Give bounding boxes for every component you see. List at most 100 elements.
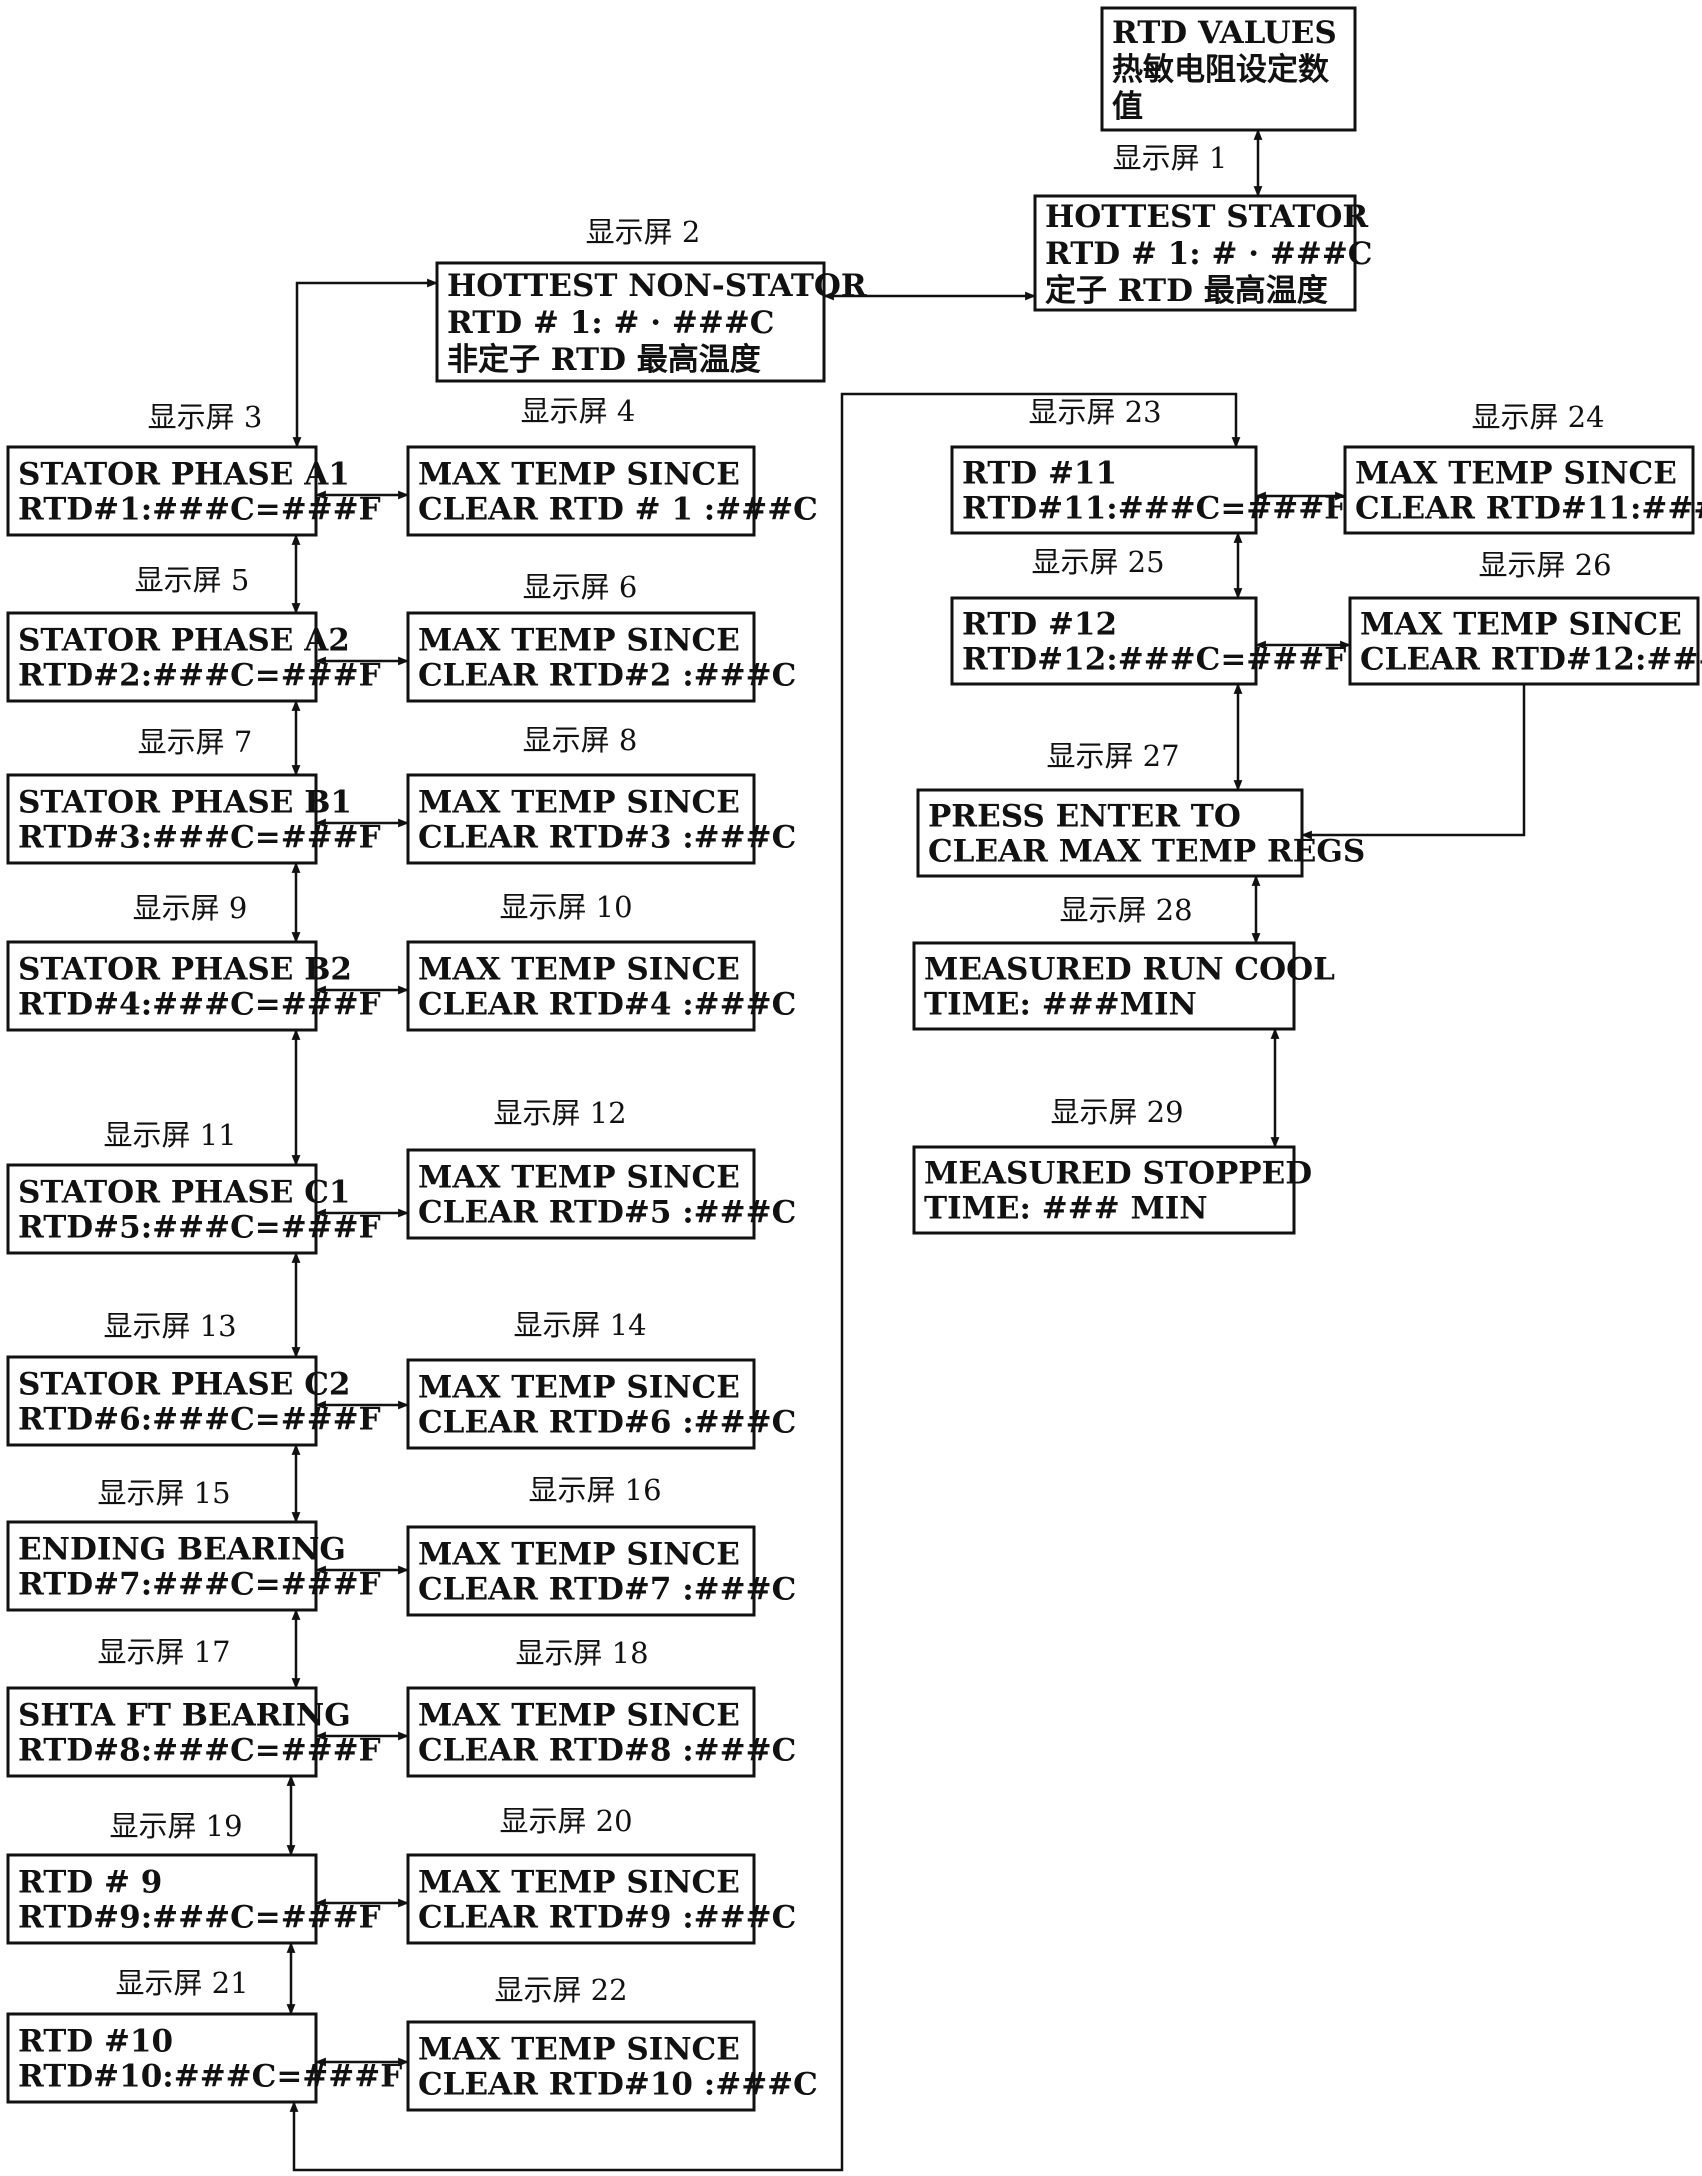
screen-label-s25: 显示屏 25 [1031, 545, 1164, 579]
box-text-line: MAX TEMP SINCE [1355, 456, 1677, 492]
box-text-line: MAX TEMP SINCE [418, 1160, 740, 1196]
screen-label-s11: 显示屏 11 [103, 1118, 236, 1152]
box-text-line: RTD #12 [962, 607, 1117, 643]
box-text-line: PRESS ENTER TO [928, 799, 1241, 835]
box-text-line: RTD#7:###C=###F [18, 1567, 381, 1603]
box-frame [916, 788, 1304, 878]
box-frame [6, 445, 318, 537]
box-frame [406, 445, 756, 537]
box-text-line: CLEAR RTD#10 :###C [418, 2067, 818, 2103]
screen-label-s6: 显示屏 6 [523, 570, 638, 604]
screen-label-s8: 显示屏 8 [523, 723, 638, 757]
screen-label-s7: 显示屏 7 [138, 725, 253, 759]
box-text-line: STATOR PHASE B2 [18, 952, 352, 988]
screen-label-s26: 显示屏 26 [1478, 548, 1611, 582]
box-text-line: RTD#11:###C=###F [962, 491, 1346, 527]
screen-label-s15: 显示屏 15 [97, 1476, 230, 1510]
box-frame [6, 611, 318, 703]
box-text-line: CLEAR RTD#3 :###C [418, 820, 796, 856]
box-text-line: STATOR PHASE A2 [18, 623, 350, 659]
screen-label-s5: 显示屏 5 [135, 563, 250, 597]
box-text-line: MAX TEMP SINCE [418, 457, 740, 493]
screen-label-s19: 显示屏 19 [109, 1809, 242, 1843]
screen-label-s27: 显示屏 27 [1046, 739, 1179, 773]
box-frame [6, 1355, 318, 1447]
box-text-line: RTD#5:###C=###F [18, 1210, 381, 1246]
box-text-line: CLEAR RTD#5 :###C [418, 1195, 796, 1231]
screen-label-s4: 显示屏 4 [521, 394, 636, 428]
box-frame [6, 1520, 318, 1612]
box-text-line: HOTTEST NON-STATOR [447, 268, 867, 304]
screen-label-s3: 显示屏 3 [148, 400, 263, 434]
box-frame [406, 2020, 756, 2112]
box-text-line: RTD VALUES [1112, 15, 1337, 51]
box-frame [406, 1525, 756, 1617]
box-text-line: RTD # 1: # · ###C [447, 305, 774, 341]
box-text-line: MAX TEMP SINCE [1360, 607, 1682, 643]
box-frame [406, 611, 756, 703]
box-frame [406, 1148, 756, 1240]
box-text-line: RTD#10:###C=###F [18, 2059, 402, 2095]
box-text-line: RTD#12:###C=###F [962, 642, 1346, 678]
screen-label-s29: 显示屏 29 [1050, 1095, 1183, 1129]
box-text-line: CLEAR RTD # 1 :###C [418, 492, 818, 528]
box-text-line: STATOR PHASE C2 [18, 1367, 350, 1403]
box-text-line: MAX TEMP SINCE [418, 1537, 740, 1573]
screen-label-s28: 显示屏 28 [1059, 893, 1192, 927]
box-text-line: MAX TEMP SINCE [418, 1370, 740, 1406]
box-text-line: CLEAR RTD#6 :###C [418, 1405, 796, 1441]
box-text-line: TIME: ###MIN [924, 987, 1197, 1023]
box-text-line: RTD#9:###C=###F [18, 1900, 381, 1936]
box-frame [1100, 6, 1357, 132]
box-text-line: STATOR PHASE A1 [18, 457, 350, 493]
box-text-line: 值 [1112, 89, 1143, 125]
box-frame [6, 1686, 318, 1778]
box-text-line: CLEAR RTD#11:###C [1355, 491, 1702, 527]
screen-label-s20: 显示屏 20 [499, 1804, 632, 1838]
box-text-line: 热敏电阻设定数 [1112, 52, 1329, 88]
screen-label-s9: 显示屏 9 [133, 891, 248, 925]
box-text-line: MEASURED STOPPED [924, 1156, 1312, 1192]
box-frame [1033, 194, 1357, 312]
box-text-line: RTD#3:###C=###F [18, 820, 381, 856]
box-text-line: 非定子 RTD 最高温度 [447, 342, 761, 378]
box-text-line: MAX TEMP SINCE [418, 1698, 740, 1734]
box-text-line: RTD#6:###C=###F [18, 1402, 381, 1438]
box-text-line: CLEAR RTD#9 :###C [418, 1900, 796, 1936]
box-frame [406, 1358, 756, 1450]
box-text-line: MAX TEMP SINCE [418, 1865, 740, 1901]
box-text-line: RTD # 1: # · ###C [1045, 236, 1372, 272]
box-text-line: RTD#2:###C=###F [18, 658, 381, 694]
screen-label-s16: 显示屏 16 [528, 1473, 661, 1507]
box-frame [406, 940, 756, 1032]
box-text-line: MAX TEMP SINCE [418, 952, 740, 988]
box-frame [1348, 596, 1700, 686]
box-text-line: RTD #11 [962, 456, 1117, 492]
screen-label-s23: 显示屏 23 [1028, 395, 1161, 429]
box-text-line: CLEAR RTD#7 :###C [418, 1572, 796, 1608]
box-text-line: RTD#4:###C=###F [18, 987, 381, 1023]
box-text-line: MAX TEMP SINCE [418, 785, 740, 821]
screen-label-s18: 显示屏 18 [515, 1636, 648, 1670]
box-text-line: ENDING BEARING [18, 1532, 346, 1568]
box-text-line: TIME: ### MIN [924, 1191, 1208, 1227]
